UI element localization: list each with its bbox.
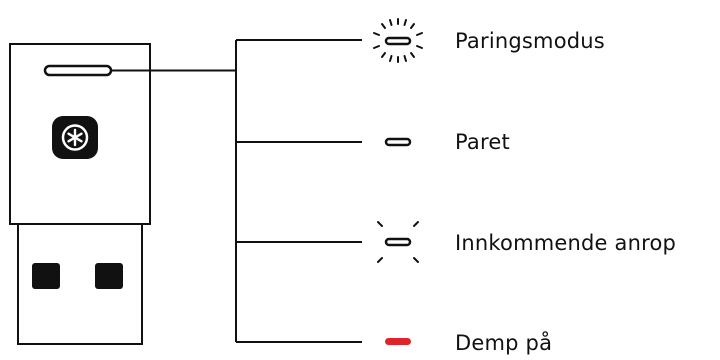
device-led-slot (43, 64, 113, 77)
legend-label-mute-on: Demp på (455, 331, 553, 355)
usb-dongle (9, 43, 151, 345)
legend-label-incoming-call: Innkommende anrop (455, 231, 677, 255)
led-solid-icon (384, 137, 412, 147)
led-fast-blink-icon (373, 18, 423, 63)
usb-contact-left (32, 263, 60, 289)
led-slow-blink-icon (377, 221, 419, 263)
teams-asterisk-icon (52, 116, 98, 159)
leader-lines (111, 39, 362, 343)
legend-label-pairing-mode: Paringsmodus (455, 29, 605, 53)
usb-contact-right (95, 263, 123, 289)
legend-label-paired: Paret (455, 130, 510, 154)
led-mute-icon (385, 338, 411, 345)
